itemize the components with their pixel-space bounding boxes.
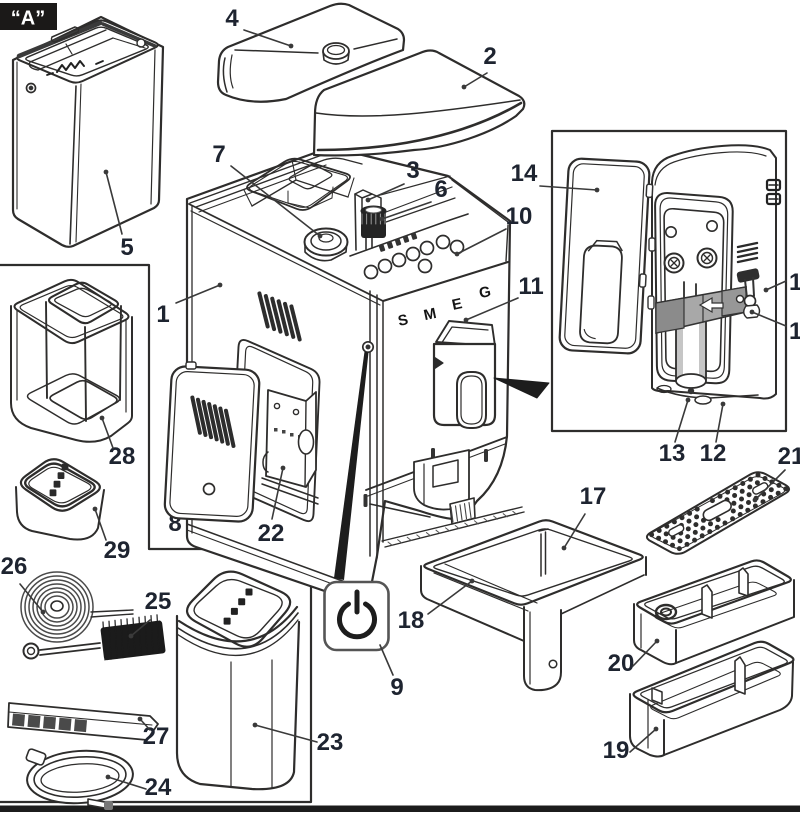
svg-text:19: 19 bbox=[603, 737, 630, 764]
svg-text:7: 7 bbox=[212, 141, 225, 168]
svg-text:23: 23 bbox=[317, 729, 344, 756]
svg-text:14: 14 bbox=[511, 160, 538, 187]
svg-text:M: M bbox=[422, 305, 438, 324]
svg-text:10: 10 bbox=[506, 203, 533, 230]
svg-text:13: 13 bbox=[659, 440, 686, 467]
svg-text:5: 5 bbox=[120, 234, 133, 261]
svg-text:6: 6 bbox=[434, 176, 447, 203]
svg-text:4: 4 bbox=[225, 5, 239, 32]
svg-text:20: 20 bbox=[608, 650, 635, 677]
svg-text:12: 12 bbox=[700, 440, 727, 467]
svg-text:24: 24 bbox=[145, 774, 172, 801]
svg-text:11: 11 bbox=[518, 273, 543, 300]
svg-text:9: 9 bbox=[390, 674, 403, 701]
svg-text:25: 25 bbox=[145, 588, 172, 615]
svg-text:E: E bbox=[450, 295, 463, 314]
svg-text:S: S bbox=[396, 311, 409, 330]
svg-text:21: 21 bbox=[778, 443, 800, 470]
svg-text:G: G bbox=[478, 283, 493, 302]
svg-text:29: 29 bbox=[104, 537, 131, 564]
svg-text:18: 18 bbox=[398, 607, 425, 634]
svg-text:2: 2 bbox=[483, 43, 496, 70]
svg-text:26: 26 bbox=[1, 553, 28, 580]
svg-text:17: 17 bbox=[580, 483, 607, 510]
svg-text:“A”: “A” bbox=[11, 8, 45, 30]
svg-text:15: 15 bbox=[789, 269, 800, 296]
svg-text:1: 1 bbox=[156, 301, 169, 328]
svg-text:3: 3 bbox=[406, 157, 419, 184]
svg-text:22: 22 bbox=[258, 520, 285, 547]
svg-text:16: 16 bbox=[789, 318, 800, 345]
